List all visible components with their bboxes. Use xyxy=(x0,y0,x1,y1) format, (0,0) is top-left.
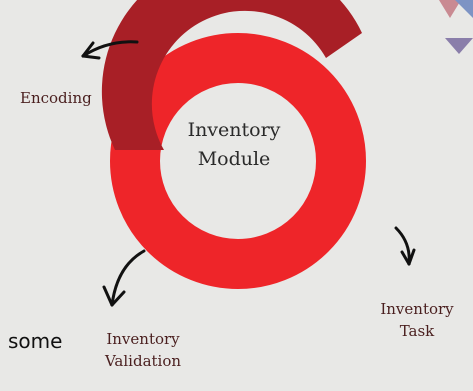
ring-segment-bright xyxy=(110,33,366,289)
some-text: some xyxy=(8,329,63,353)
label-task-line2: Task xyxy=(399,322,435,340)
decorative-triangles xyxy=(439,0,473,54)
label-inventory-task: Inventory Task xyxy=(366,298,468,342)
arrow-validation xyxy=(102,249,146,307)
label-encoding: Encoding xyxy=(20,89,92,107)
label-validation-line1: Inventory xyxy=(106,330,180,348)
arrow-encoding xyxy=(81,40,139,60)
center-title: Inventory Module xyxy=(172,116,296,174)
label-task-line1: Inventory xyxy=(380,300,454,318)
center-title-line2: Module xyxy=(197,148,271,170)
center-title-line1: Inventory xyxy=(187,119,281,141)
label-validation-line2: Validation xyxy=(104,352,182,370)
arrow-task xyxy=(394,226,416,266)
label-inventory-validation: Inventory Validation xyxy=(88,328,198,372)
ring-segment-dark xyxy=(101,0,362,150)
